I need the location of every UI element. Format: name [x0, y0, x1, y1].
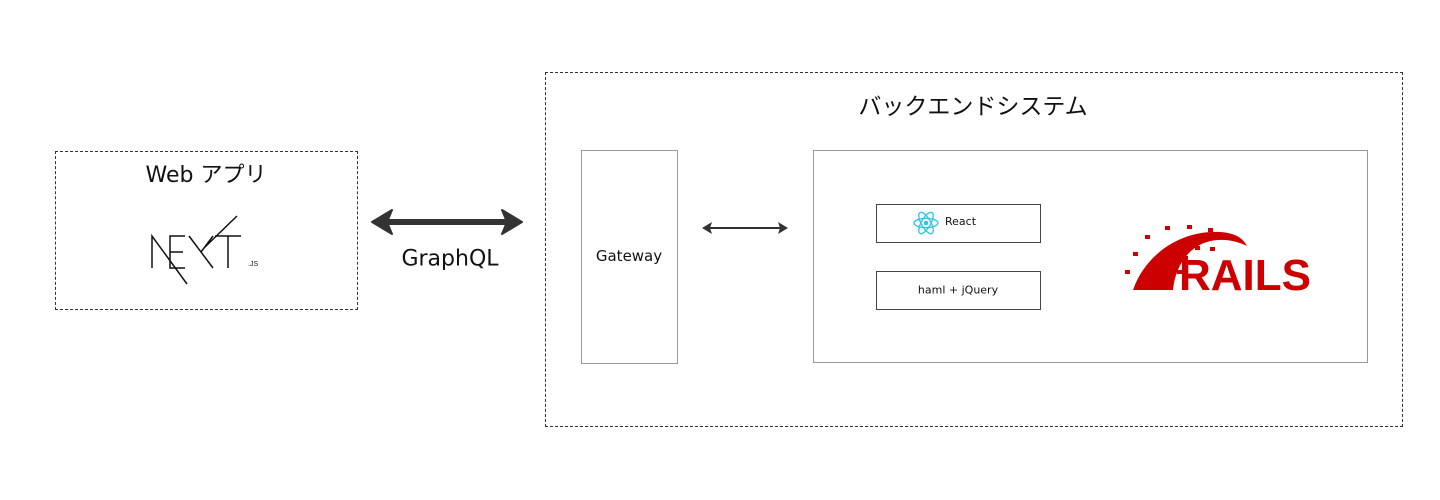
nextjs-logo: .JS: [151, 215, 258, 285]
gateway-box: [581, 150, 678, 364]
backend-group: [545, 72, 1403, 427]
haml-jquery-label: haml + jQuery: [917, 283, 999, 297]
gateway-label: Gateway: [595, 247, 663, 265]
nextjs-logo-text: .JS: [248, 261, 258, 268]
haml-jquery-box: [876, 271, 1041, 310]
web-app-title: Web アプリ: [145, 163, 267, 188]
graphql-bidirectional-arrow: [371, 209, 523, 235]
rails-logo: RAILS: [1125, 225, 1311, 298]
application-box: [813, 150, 1368, 363]
react-box: [876, 204, 1041, 243]
web-app-group: [55, 151, 358, 310]
react-icon: [913, 211, 939, 235]
rails-logo-text: RAILS: [1179, 251, 1311, 298]
graphql-label: GraphQL: [401, 246, 499, 272]
gateway-bidirectional-arrow: [702, 222, 788, 234]
backend-title: バックエンドシステム: [858, 94, 1088, 120]
react-label: React: [945, 215, 977, 228]
